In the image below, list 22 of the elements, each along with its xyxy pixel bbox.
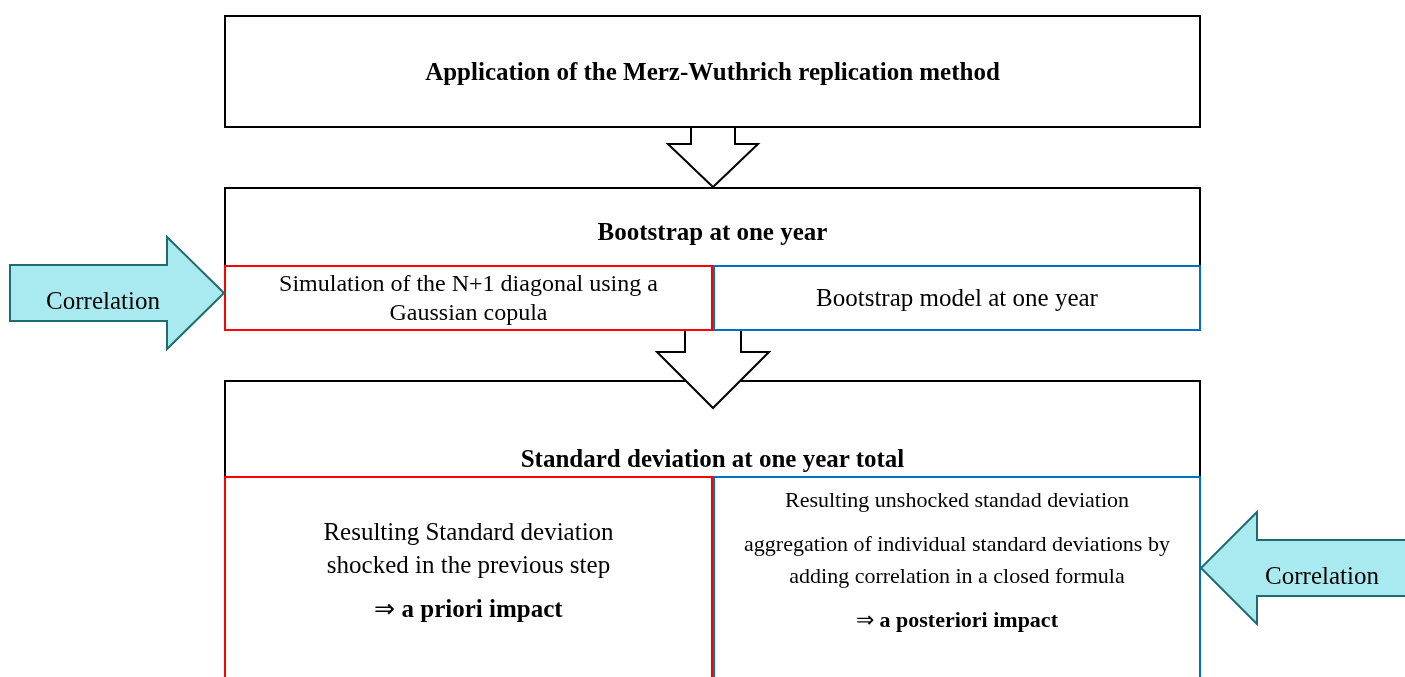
box-text: aggregation of individual standard deviations by adding correlation in a closed formula: [743, 529, 1171, 590]
box-text: Bootstrap at one year: [597, 217, 828, 247]
block-arrow: [1199, 509, 1405, 627]
edge-label: Correlation: [46, 287, 160, 313]
block-arrow: [9, 234, 226, 352]
block-arrow: [665, 127, 761, 189]
box-text: Application of the Merz-Wuthrich replication method: [425, 56, 1000, 87]
block-arrow: [654, 330, 772, 410]
box-text: ⇒ a posteriori impact: [856, 605, 1058, 634]
section-box: [224, 476, 713, 677]
section-box: [713, 476, 1201, 677]
box-text: Bootstrap model at one year: [816, 283, 1098, 314]
box-text: ⇒ a priori impact: [374, 594, 563, 625]
box-text: Resulting unshocked standad deviation: [785, 486, 1129, 514]
box-text: Simulation of the N+1 diagonal using a Gaussian copula: [278, 269, 659, 327]
process-box: [224, 15, 1201, 128]
box-text: Resulting Standard deviation shocked in the previous step: [322, 517, 615, 580]
box-text: Standard deviation at one year total: [520, 444, 905, 474]
edge-label: Correlation: [1265, 562, 1379, 588]
section-box: [224, 265, 713, 331]
process-box: [224, 187, 1201, 331]
section-box: [713, 265, 1201, 331]
